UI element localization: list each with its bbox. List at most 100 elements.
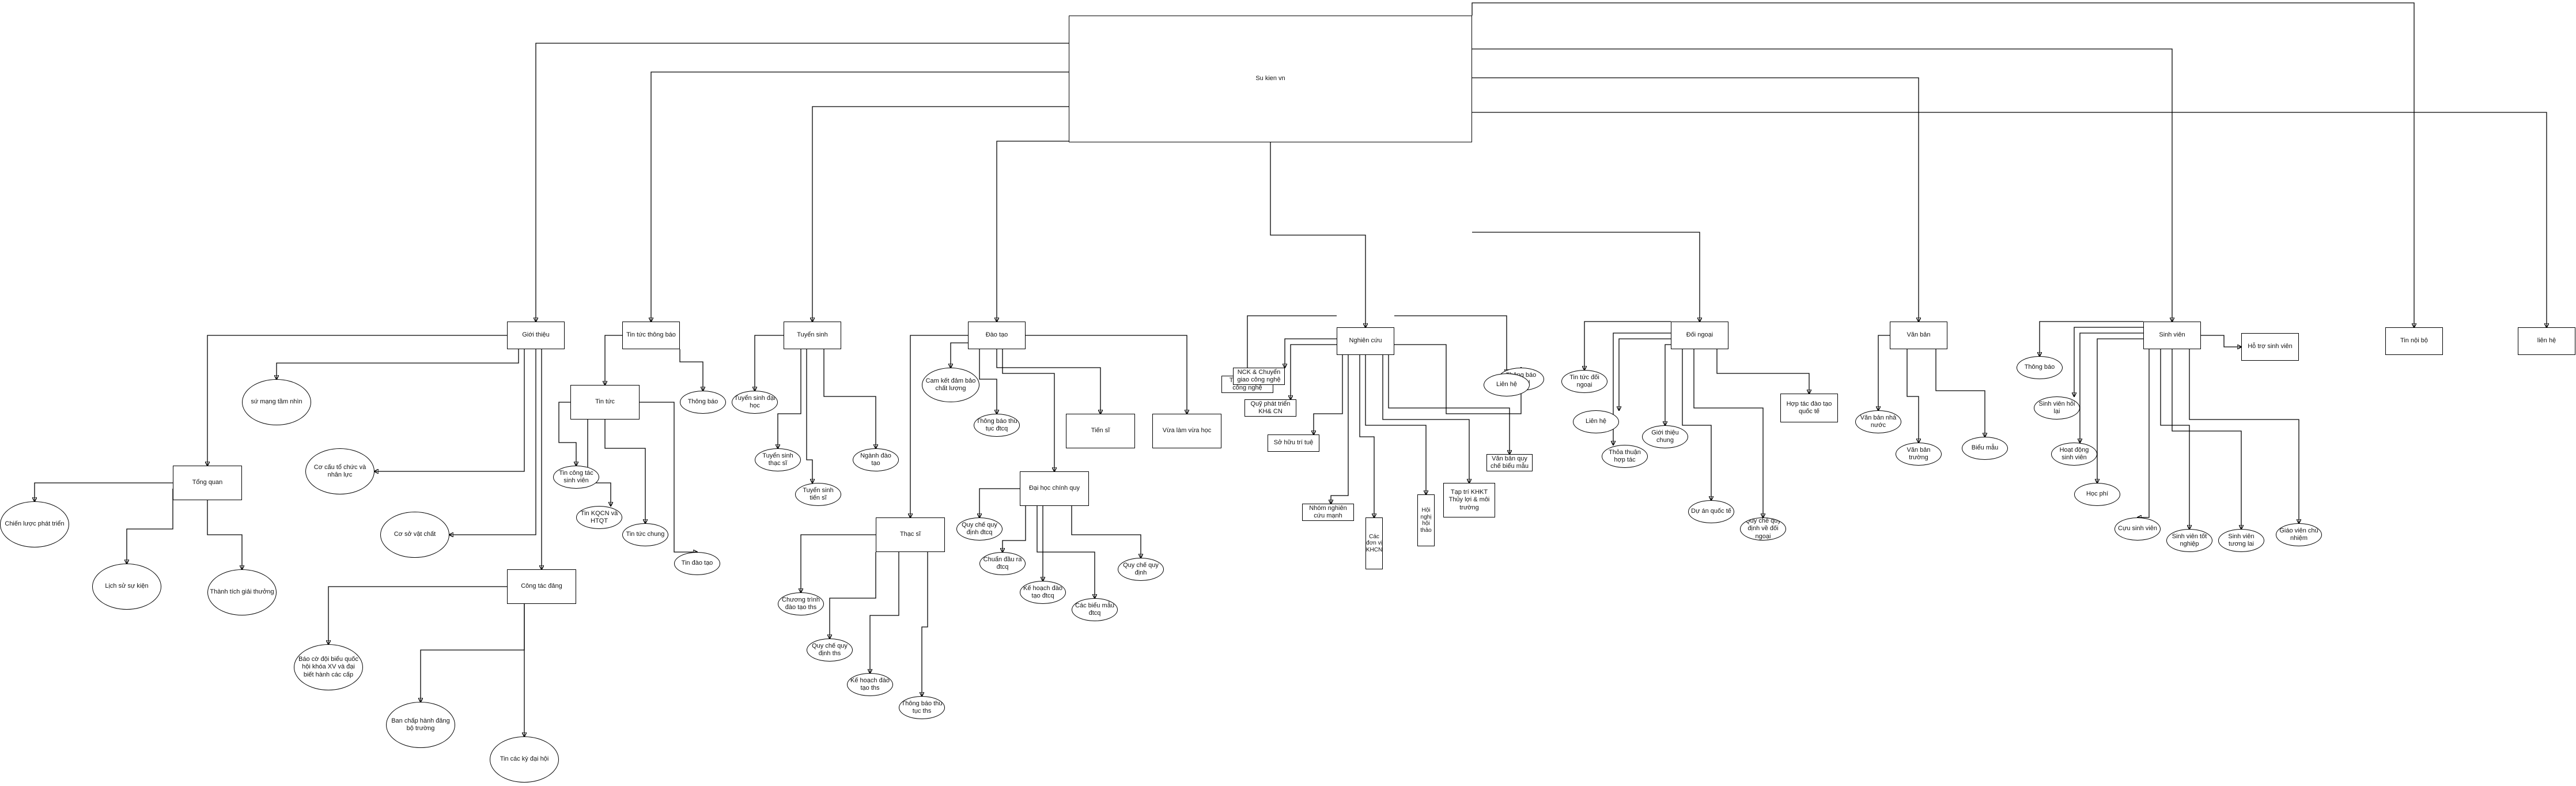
node-ke-hoach-dtcq[interactable]: Kế hoạch đào tạo đtcq bbox=[1020, 581, 1066, 604]
node-thong-bao[interactable]: Thông báo bbox=[680, 391, 726, 414]
node-hoi-nghi-hoi-thao[interactable]: Hội nghị hội thảo bbox=[1417, 494, 1435, 546]
node-tin-cong-tac-sinh-vien[interactable]: Tin công tác sinh viên bbox=[553, 466, 599, 489]
node-van-ban-nha-nuoc[interactable]: Văn bản nhà nước bbox=[1855, 410, 1901, 433]
node-hoc-phi[interactable]: Học phí bbox=[2074, 483, 2120, 506]
connector-arrow bbox=[2160, 349, 2189, 529]
connector-arrow bbox=[651, 71, 1069, 322]
connector-arrow bbox=[1584, 321, 1671, 370]
node-ho-tro-sinh-vien[interactable]: Hỗ trợ sinh viên bbox=[2241, 333, 2299, 361]
node-so-huu-tri-tue[interactable]: Sở hữu trí tuệ bbox=[1268, 434, 1319, 452]
node-giao-vien-chu-nhiem[interactable]: Giáo viên chủ nhiệm bbox=[2276, 523, 2322, 546]
node-sinh-vien-tuong-lai[interactable]: Sinh viên tương lai bbox=[2218, 529, 2264, 552]
node-quy-che-dtcq[interactable]: Quy chế quy định đtcq bbox=[956, 517, 1003, 541]
node-tuyen-sinh[interactable]: Tuyển sinh bbox=[784, 322, 841, 349]
node-nganh-dao-tao[interactable]: Ngành đào tạo bbox=[853, 448, 899, 471]
connector-arrow bbox=[1878, 335, 1890, 410]
connector-arrow bbox=[1472, 2, 2414, 327]
node-lien-he[interactable]: liên hệ bbox=[2518, 327, 2575, 355]
node-tien-si[interactable]: Tiến sĩ bbox=[1066, 414, 1135, 448]
node-co-cau-to-chuc[interactable]: Cơ cấu tổ chức và nhân lực bbox=[305, 448, 375, 494]
node-cam-ket-chat-luong[interactable]: Cam kết đảm bảo chất lượng bbox=[922, 368, 979, 402]
node-cuu-sinh-vien[interactable]: Cựu sinh viên bbox=[2114, 517, 2161, 541]
node-sinh-vien-tot-nghiep[interactable]: Sinh viên tốt nghiệp bbox=[2166, 529, 2212, 552]
node-thac-si[interactable]: Thạc sĩ bbox=[876, 517, 945, 552]
connector-arrow bbox=[640, 402, 697, 552]
node-cong-tac-dang[interactable]: Công tác đảng bbox=[507, 569, 576, 604]
node-cac-bieu-mau-dtcq[interactable]: Các biểu mẫu đtcq bbox=[1072, 598, 1118, 621]
node-thanh-tich-giai-thuong[interactable]: Thành tích giải thưởng bbox=[207, 569, 277, 615]
node-tin-cac-ky-dai-hoi[interactable]: Tin các kỳ đại hội bbox=[490, 736, 559, 783]
node-tin-tuc-chung[interactable]: Tin tức chung bbox=[622, 523, 668, 546]
node-van-ban[interactable]: Văn bản bbox=[1890, 322, 1947, 349]
node-ke-hoach-ths[interactable]: Kế hoạch đào tạo ths bbox=[847, 673, 893, 696]
node-quy-che-ths[interactable]: Quy chế quy định ths bbox=[807, 638, 853, 662]
node-nhom-nghien-cuu-manh[interactable]: Nhóm nghiên cứu mạnh bbox=[1302, 504, 1354, 521]
node-hop-tac-dao-tao[interactable]: Hợp tác đào tạo quốc tế bbox=[1780, 394, 1838, 422]
node-su-mang-tam-nhin[interactable]: sứ mạng tầm nhìn bbox=[242, 379, 311, 425]
connector-arrow bbox=[1665, 344, 1671, 425]
connector-arrow bbox=[951, 342, 974, 368]
node-sinh-vien-hoi-lai[interactable]: Sinh viên hỏi lại bbox=[2034, 396, 2080, 420]
connector-arrow bbox=[207, 500, 242, 569]
connector-arrow bbox=[2097, 338, 2143, 483]
node-tuyen-sinh-tien-si[interactable]: Tuyển sinh tiến sĩ bbox=[795, 483, 841, 506]
node-tin-tuc-doi-ngoai[interactable]: Tin tức đối ngoại bbox=[1561, 370, 1607, 393]
node-thong-bao-ths[interactable]: Thông báo thủ tục ths bbox=[899, 696, 945, 719]
node-cac-don-vi-khcn[interactable]: Các đơn vị KHCN bbox=[1365, 517, 1383, 569]
node-bieu-mau[interactable]: Biểu mẫu bbox=[1962, 437, 2008, 460]
connector-arrow bbox=[2040, 321, 2143, 356]
connector-arrow bbox=[2201, 335, 2241, 347]
connector-arrow bbox=[979, 349, 997, 414]
node-quy-phat-trien[interactable]: Quỹ phát triển KH& CN bbox=[1245, 399, 1296, 417]
node-lien-he-nghien-cuu[interactable]: Liên hệ bbox=[1484, 373, 1530, 396]
node-dai-hoc-chinh-quy[interactable]: Đại học chính quy bbox=[1020, 471, 1089, 506]
node-van-ban-quy-che[interactable]: Văn bản quy chế biểu mẫu bbox=[1486, 454, 1533, 471]
node-tuyen-sinh-thac-si[interactable]: Tuyển sinh thạc sĩ bbox=[755, 448, 801, 471]
node-nghien-cuu[interactable]: Nghiên cứu bbox=[1337, 327, 1394, 355]
node-vua-lam-vua-hoc[interactable]: Vừa làm vừa học bbox=[1152, 414, 1221, 448]
node-sinh-vien[interactable]: Sinh viên bbox=[2143, 322, 2201, 349]
node-tuyen-sinh-dai-hoc[interactable]: Tuyển sinh đại học bbox=[732, 391, 778, 414]
node-chuong-trinh-ths[interactable]: Chương trình đào tạo ths bbox=[778, 592, 824, 615]
connector-arrow bbox=[1002, 349, 1054, 471]
connector-arrow bbox=[1394, 344, 1521, 414]
node-tin-tuc[interactable]: Tin tức bbox=[570, 385, 640, 420]
node-gioi-thieu-chung[interactable]: Giới thiệu chung bbox=[1642, 425, 1688, 448]
node-lich-su-su-kien[interactable]: Lịch sử sự kiện bbox=[92, 564, 161, 610]
connector-arrow bbox=[870, 552, 899, 673]
node-lien-he-doi-ngoai[interactable]: Liên hệ bbox=[1573, 410, 1619, 433]
node-nck-chuyen-giao[interactable]: NCK & Chuyển giao công nghệ bbox=[1233, 368, 1285, 385]
node-van-ban-truong[interactable]: Văn bản trường bbox=[1896, 443, 1942, 466]
node-tin-kqcn-htqt[interactable]: Tin KQCN và HTQT bbox=[576, 506, 622, 529]
node-thoa-thuan-hop-tac[interactable]: Thỏa thuận hợp tác bbox=[1602, 445, 1648, 468]
connector-arrow bbox=[127, 489, 173, 564]
node-chien-luoc-phat-trien[interactable]: Chiến lược phát triển bbox=[0, 501, 69, 547]
connector-arrow bbox=[1365, 355, 1426, 494]
node-thong-bao-sinh-vien[interactable]: Thông báo bbox=[2017, 356, 2063, 379]
node-bao-co-dai-bieu[interactable]: Báo cờ đội biểu quốc hội khóa XV và đại … bbox=[294, 644, 363, 690]
node-du-an-quoc-te[interactable]: Dự án quốc tế bbox=[1688, 500, 1734, 523]
node-tong-quan[interactable]: Tổng quan bbox=[173, 466, 242, 500]
node-tin-tuc-thong-bao[interactable]: Tin tức thông báo bbox=[622, 322, 680, 349]
connector-arrow bbox=[605, 335, 622, 385]
connector-arrow bbox=[1359, 355, 1374, 517]
node-chuan-dau-ra-dtcq[interactable]: Chuẩn đầu ra đtcq bbox=[979, 552, 1026, 575]
node-thong-bao-thu-tuc-dtcq[interactable]: Thông báo thủ tục đtcq bbox=[974, 414, 1020, 437]
node-quy-che-doi-ngoai[interactable]: Quy chế quy định về đối ngoại bbox=[1740, 517, 1786, 541]
connector-arrow bbox=[1682, 349, 1711, 500]
node-doi-ngoai[interactable]: Đối ngoại bbox=[1671, 322, 1728, 349]
node-co-so-vat-chat[interactable]: Cơ sở vật chất bbox=[380, 512, 449, 558]
connector-arrow bbox=[35, 482, 173, 501]
node-tin-noi-bo[interactable]: Tin nội bộ bbox=[2385, 327, 2443, 355]
node-gioi-thieu[interactable]: Giới thiệu bbox=[507, 322, 565, 349]
root-node[interactable]: Su kien vn bbox=[1069, 16, 1472, 142]
node-tin-dao-tao[interactable]: Tin đào tạo bbox=[674, 552, 720, 575]
node-tap-chi-khkt[interactable]: Tạp trí KHKT Thủy lợi & môi trường bbox=[1443, 483, 1495, 517]
node-quy-che-quy-dinh[interactable]: Quy chế quy định bbox=[1118, 558, 1164, 581]
node-ban-chap-hanh[interactable]: Ban chấp hành đảng bộ trường bbox=[386, 702, 455, 748]
connector-arrow bbox=[1382, 355, 1469, 483]
node-dao-tao[interactable]: Đào tạo bbox=[968, 322, 1026, 349]
node-hoat-dong-sinh-vien[interactable]: Hoạt động sinh viên bbox=[2051, 443, 2097, 466]
